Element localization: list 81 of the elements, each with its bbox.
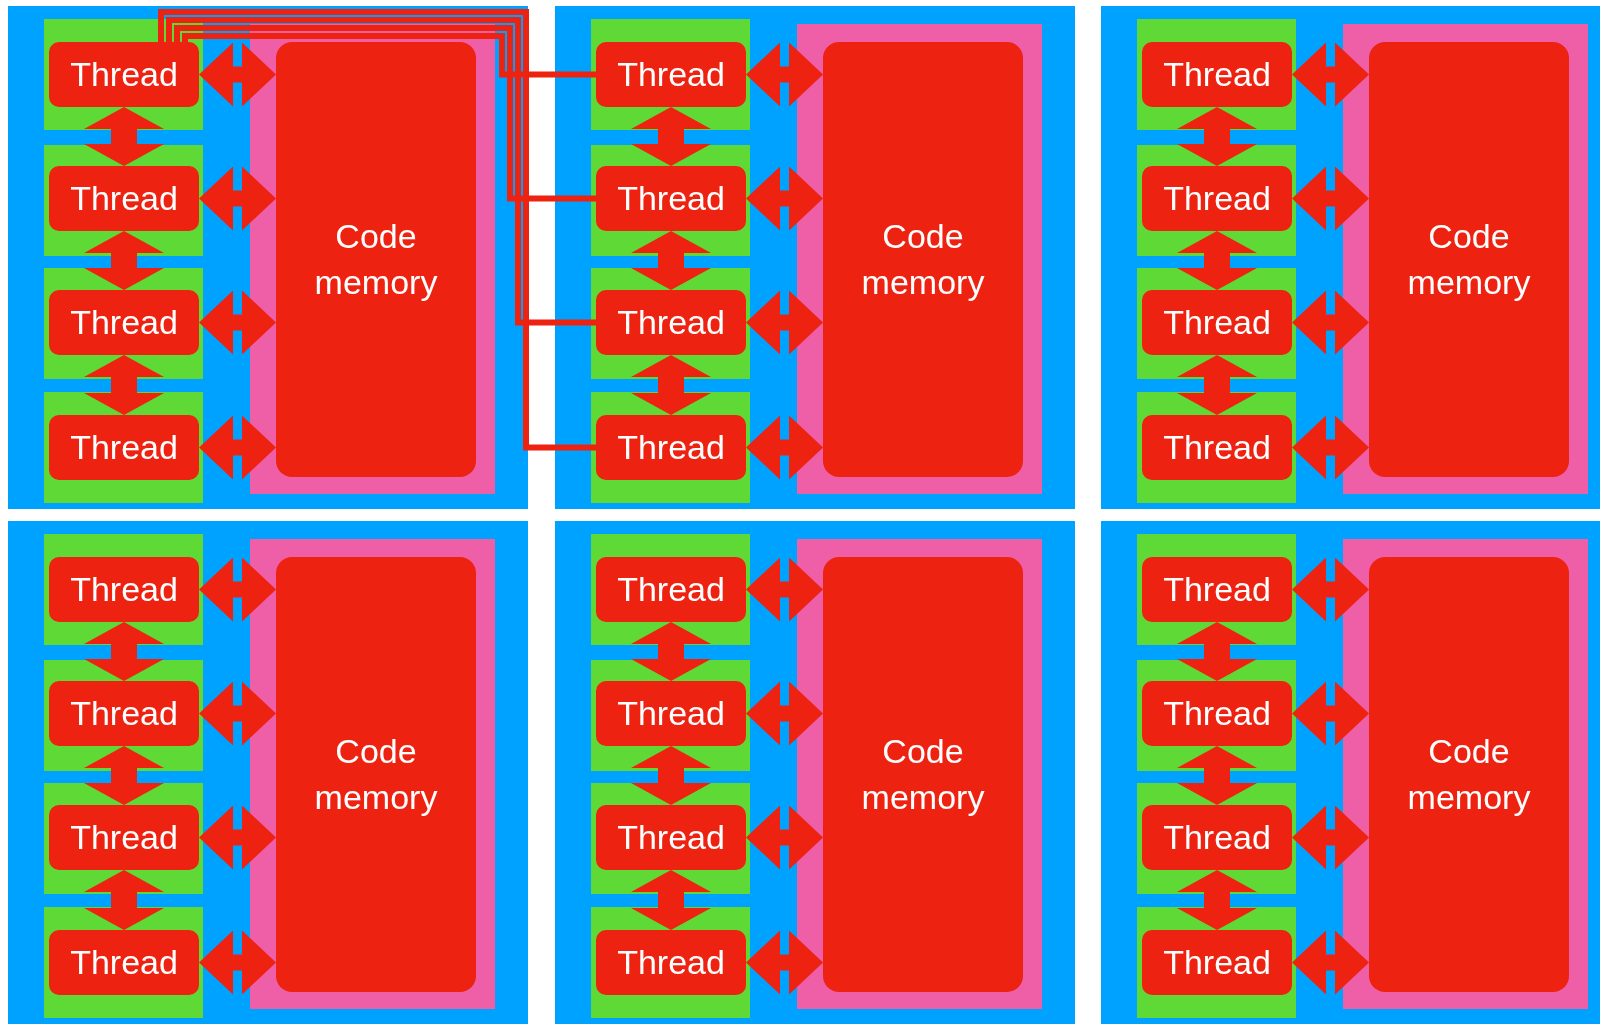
double-arrow bbox=[199, 805, 276, 870]
thread-box: Thread bbox=[49, 557, 199, 622]
double-arrow bbox=[1177, 355, 1257, 415]
thread-box: Thread bbox=[596, 805, 746, 870]
double-arrow bbox=[1177, 231, 1257, 290]
panel bbox=[555, 521, 1075, 1024]
double-arrow bbox=[1177, 622, 1257, 681]
panel bbox=[8, 521, 528, 1024]
double-arrow bbox=[631, 231, 711, 290]
thread-box: Thread bbox=[1142, 681, 1292, 746]
thread-box: Thread bbox=[1142, 557, 1292, 622]
double-arrow bbox=[746, 681, 823, 746]
double-arrow bbox=[199, 557, 276, 622]
thread-box: Thread bbox=[49, 166, 199, 231]
double-arrow bbox=[199, 290, 276, 355]
thread-box: Thread bbox=[1142, 930, 1292, 995]
double-arrow bbox=[199, 681, 276, 746]
thread-box: Thread bbox=[1142, 415, 1292, 480]
double-arrow bbox=[84, 746, 164, 805]
thread-box: Thread bbox=[49, 415, 199, 480]
double-arrow bbox=[1292, 166, 1369, 231]
memory-box: Code memory bbox=[276, 42, 476, 477]
thread-box: Thread bbox=[49, 290, 199, 355]
thread-box: Thread bbox=[596, 681, 746, 746]
double-arrow bbox=[199, 166, 276, 231]
thread-box: Thread bbox=[1142, 805, 1292, 870]
double-arrow bbox=[1177, 107, 1257, 166]
thread-box: Thread bbox=[1142, 290, 1292, 355]
thread-box: Thread bbox=[49, 805, 199, 870]
thread-box: Thread bbox=[596, 42, 746, 107]
double-arrow bbox=[199, 415, 276, 480]
double-arrow bbox=[746, 290, 823, 355]
double-arrow bbox=[84, 622, 164, 681]
double-arrow bbox=[199, 42, 276, 107]
thread-box: Thread bbox=[596, 290, 746, 355]
double-arrow bbox=[746, 805, 823, 870]
double-arrow bbox=[84, 231, 164, 290]
double-arrow bbox=[631, 746, 711, 805]
double-arrow bbox=[1292, 415, 1369, 480]
connector-line bbox=[158, 9, 596, 451]
connector-line bbox=[182, 33, 596, 78]
thread-box: Thread bbox=[49, 930, 199, 995]
memory-box: Code memory bbox=[276, 557, 476, 992]
memory-box: Code memory bbox=[823, 557, 1023, 992]
double-arrow bbox=[1292, 930, 1369, 995]
thread-box: Thread bbox=[596, 415, 746, 480]
double-arrow bbox=[631, 622, 711, 681]
thread-box: Thread bbox=[596, 930, 746, 995]
double-arrow bbox=[1292, 805, 1369, 870]
memory-box: Code memory bbox=[1369, 557, 1569, 992]
connector-line bbox=[174, 25, 596, 202]
double-arrow bbox=[199, 930, 276, 995]
double-arrow bbox=[746, 415, 823, 480]
double-arrow bbox=[1292, 681, 1369, 746]
double-arrow bbox=[1292, 42, 1369, 107]
double-arrow bbox=[1292, 290, 1369, 355]
double-arrow bbox=[746, 557, 823, 622]
connector-line bbox=[166, 17, 596, 326]
double-arrow bbox=[631, 870, 711, 930]
thread-box: Thread bbox=[596, 166, 746, 231]
thread-box: Thread bbox=[1142, 166, 1292, 231]
double-arrow bbox=[631, 355, 711, 415]
double-arrow bbox=[746, 930, 823, 995]
memory-box: Code memory bbox=[823, 42, 1023, 477]
panel bbox=[555, 6, 1075, 509]
double-arrow bbox=[84, 870, 164, 930]
double-arrow bbox=[1292, 557, 1369, 622]
thread-box: Thread bbox=[49, 42, 199, 107]
thread-box: Thread bbox=[1142, 42, 1292, 107]
thread-box: Thread bbox=[49, 681, 199, 746]
thread-box: Thread bbox=[596, 557, 746, 622]
panel bbox=[1101, 521, 1600, 1024]
double-arrow bbox=[746, 166, 823, 231]
double-arrow bbox=[1177, 870, 1257, 930]
double-arrow bbox=[84, 355, 164, 415]
double-arrow bbox=[746, 42, 823, 107]
panel bbox=[1101, 6, 1600, 509]
double-arrow bbox=[631, 107, 711, 166]
double-arrow bbox=[1177, 746, 1257, 805]
double-arrow bbox=[84, 107, 164, 166]
memory-box: Code memory bbox=[1369, 42, 1569, 477]
